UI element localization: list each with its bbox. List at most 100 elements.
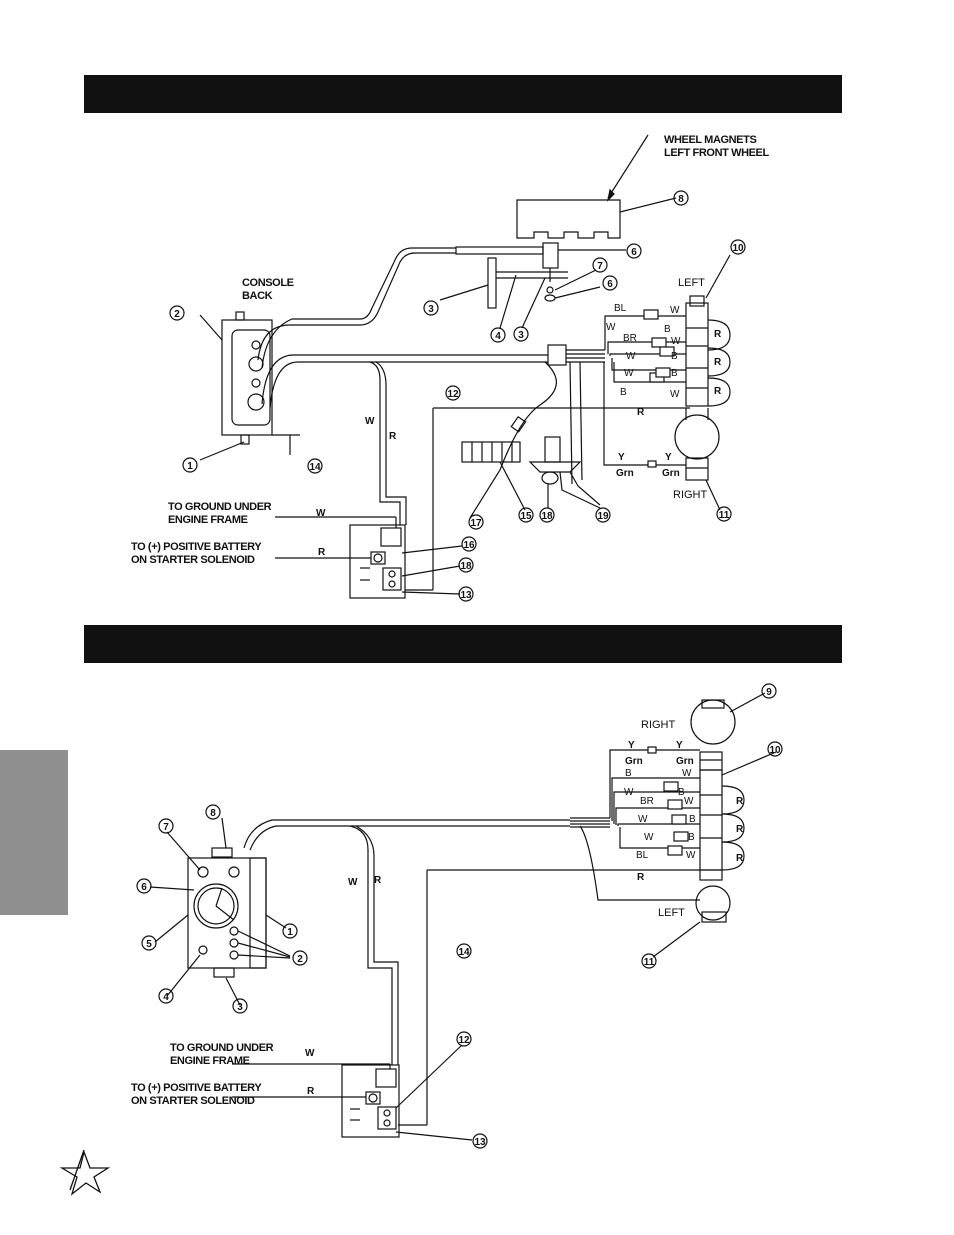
- svg-text:W: W: [305, 1048, 315, 1059]
- svg-text:W: W: [365, 416, 375, 427]
- svg-text:R: R: [374, 875, 382, 886]
- svg-text:R: R: [389, 431, 397, 442]
- callout-18: [539, 507, 555, 523]
- svg-text:W: W: [348, 877, 358, 888]
- wheel-magnets-label: WHEEL MAGNETS: [664, 134, 756, 146]
- svg-text:Grn: Grn: [616, 468, 634, 479]
- bottom-ground-label: TO GROUND UNDER: [170, 1042, 274, 1054]
- svg-text:Grn: Grn: [676, 756, 694, 767]
- callout-3b: [513, 326, 529, 342]
- star-logo: [59, 1149, 111, 1196]
- callout-10: [716, 506, 732, 522]
- svg-text:W: W: [671, 336, 681, 347]
- svg-text:BL: BL: [614, 303, 627, 314]
- svg-text:10: 10: [769, 745, 781, 756]
- callout-10: [767, 741, 783, 757]
- svg-text:17: 17: [470, 518, 482, 529]
- svg-text:12: 12: [458, 1035, 470, 1046]
- svg-text:Y: Y: [628, 740, 635, 751]
- svg-text:W: W: [644, 832, 654, 843]
- svg-text:10: 10: [732, 243, 744, 254]
- callout-1: [182, 457, 198, 473]
- svg-text:B: B: [688, 832, 695, 843]
- svg-text:W: W: [682, 768, 692, 779]
- svg-text:ENGINE FRAME: ENGINE FRAME: [168, 514, 248, 526]
- svg-text:B: B: [678, 787, 685, 798]
- svg-text:R: R: [736, 853, 744, 864]
- callout-11: [445, 385, 461, 401]
- wheel-magnet-plate: [516, 199, 621, 239]
- callout-8: [673, 190, 689, 206]
- callout-2: [169, 305, 185, 321]
- svg-text:W: W: [638, 814, 648, 825]
- svg-text:2: 2: [297, 954, 303, 965]
- callout-12: [456, 1031, 472, 1047]
- svg-text:W: W: [686, 850, 696, 861]
- svg-text:8: 8: [678, 194, 684, 205]
- top-diagram: [169, 134, 746, 602]
- svg-text:W: W: [606, 322, 616, 333]
- svg-text:BR: BR: [623, 333, 637, 344]
- svg-text:14: 14: [309, 462, 321, 473]
- svg-text:W: W: [684, 796, 694, 807]
- callout-17: [458, 557, 474, 573]
- svg-text:7: 7: [163, 822, 169, 833]
- svg-text:R: R: [637, 407, 645, 418]
- callout-3a: [423, 300, 439, 316]
- svg-text:11: 11: [644, 957, 655, 968]
- svg-text:18: 18: [460, 561, 472, 572]
- callout-2: [292, 950, 308, 966]
- callout-7: [158, 818, 174, 834]
- svg-text:B: B: [689, 814, 696, 825]
- top-left-label: LEFT: [678, 277, 705, 289]
- svg-text:W: W: [626, 351, 636, 362]
- sensor-body: [542, 242, 559, 269]
- callout-7: [626, 243, 642, 259]
- svg-text:LEFT FRONT WHEEL: LEFT FRONT WHEEL: [664, 147, 769, 159]
- svg-text:R: R: [714, 329, 722, 340]
- svg-text:4: 4: [495, 331, 501, 342]
- callout-6: [592, 257, 608, 273]
- callout-11: [641, 953, 657, 969]
- svg-text:ENGINE FRAME: ENGINE FRAME: [170, 1055, 250, 1067]
- svg-text:W: W: [316, 508, 326, 519]
- callout-19: [595, 507, 611, 523]
- top-header-bar: [84, 75, 842, 113]
- bottom-right-label: RIGHT: [641, 719, 676, 731]
- svg-text:9: 9: [766, 687, 772, 698]
- svg-text:B: B: [620, 387, 627, 398]
- svg-text:11: 11: [719, 510, 730, 521]
- console-label: CONSOLE: [242, 277, 294, 289]
- svg-text:14: 14: [458, 947, 470, 958]
- bottom-left-label: LEFT: [658, 907, 685, 919]
- svg-text:B: B: [671, 351, 678, 362]
- callout-5: [141, 935, 157, 951]
- svg-text:W: W: [624, 787, 634, 798]
- svg-text:B: B: [671, 368, 678, 379]
- svg-text:3: 3: [518, 330, 524, 341]
- bottom-header-bar: [84, 625, 842, 663]
- top-connector: [547, 344, 567, 366]
- svg-text:13: 13: [474, 1137, 486, 1148]
- svg-text:W: W: [670, 305, 680, 316]
- svg-text:3: 3: [237, 1002, 243, 1013]
- svg-text:1: 1: [287, 927, 293, 938]
- svg-text:7: 7: [597, 261, 603, 272]
- svg-text:ON STARTER SOLENOID: ON STARTER SOLENOID: [131, 554, 255, 566]
- svg-text:Y: Y: [676, 740, 683, 751]
- callout-1: [282, 923, 298, 939]
- callout-13: [307, 458, 323, 474]
- svg-text:BL: BL: [636, 850, 649, 861]
- svg-text:19: 19: [597, 511, 609, 522]
- svg-text:R: R: [714, 357, 722, 368]
- bottom-diagram: [136, 683, 783, 1149]
- callout-4: [490, 327, 506, 343]
- svg-text:R: R: [637, 872, 645, 883]
- top-relay-box: [349, 524, 406, 599]
- svg-text:5: 5: [146, 939, 152, 950]
- callout-15: [461, 536, 477, 552]
- svg-text:6: 6: [141, 882, 147, 893]
- svg-text:Y: Y: [665, 452, 672, 463]
- top-ground-label: TO GROUND UNDER: [168, 501, 272, 513]
